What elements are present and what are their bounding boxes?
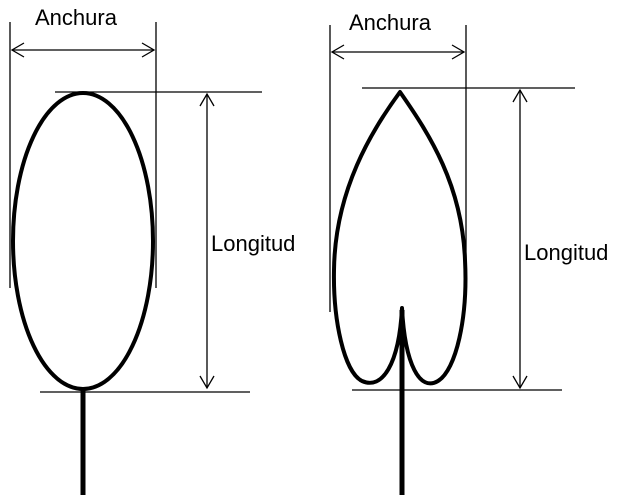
right-length-dimension-arrow: [513, 90, 527, 388]
left-leaf-outline: [13, 93, 153, 389]
left-width-label: Anchura: [35, 5, 118, 30]
left-length-label: Longitud: [211, 231, 295, 256]
right-width-dimension-arrow: [332, 45, 464, 59]
right-width-label: Anchura: [349, 10, 432, 35]
right-leaf-figure: Anchura Longitud: [330, 10, 608, 495]
right-length-label: Longitud: [524, 240, 608, 265]
left-width-dimension-arrow: [12, 43, 154, 57]
left-leaf-figure: Anchura Longitud: [10, 5, 295, 495]
